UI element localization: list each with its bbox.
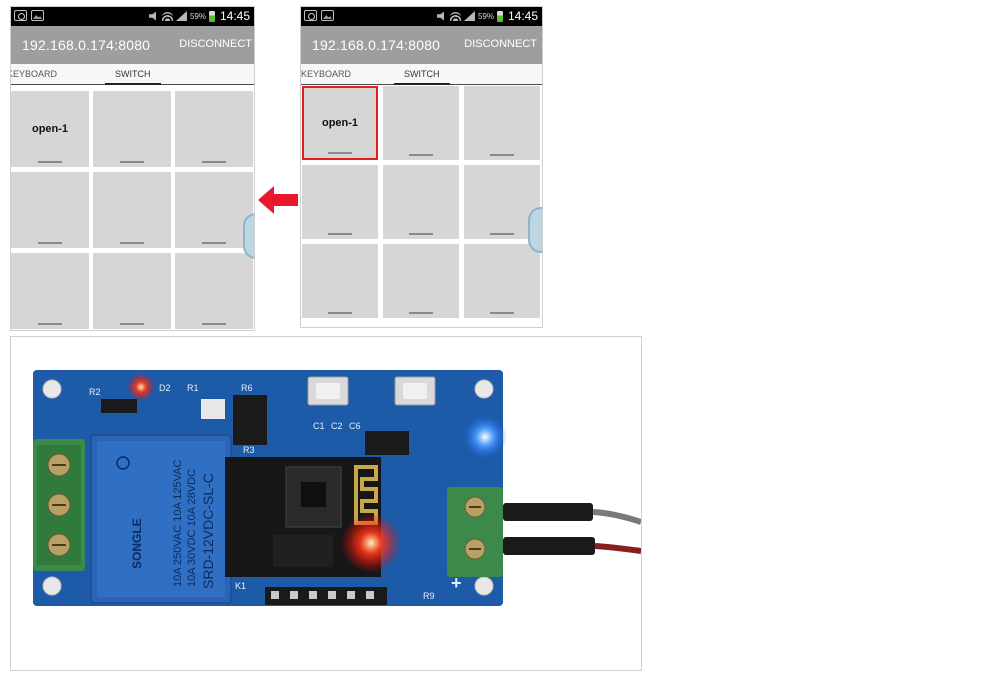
- switch-button-selected[interactable]: open-1: [302, 86, 378, 160]
- silkscreen-label: R6: [241, 383, 253, 393]
- power-led: [127, 373, 155, 401]
- usb-icon: [14, 10, 27, 21]
- switch-button[interactable]: [11, 172, 89, 248]
- silkscreen-label: C6: [349, 421, 361, 431]
- tab-switch[interactable]: SWITCH: [394, 69, 449, 85]
- battery-icon: [496, 10, 503, 22]
- switch-button[interactable]: [93, 253, 171, 329]
- app-bar: 192.168.0.174:8080 DISCONNECT: [11, 26, 254, 64]
- switch-button[interactable]: [93, 172, 171, 248]
- switch-button[interactable]: open-1: [11, 91, 89, 167]
- switch-grid: open-1: [11, 91, 253, 329]
- phone-screenshot-right: 59% 14:45 192.168.0.174:8080 DISCONNECT …: [300, 6, 543, 328]
- silkscreen-label: K1: [235, 581, 246, 591]
- switch-button[interactable]: [383, 86, 459, 160]
- tab-keyboard[interactable]: KEYBOARD: [10, 69, 58, 79]
- tab-bar: KEYBOARD SWITCH: [301, 64, 542, 85]
- plus-mark: +: [451, 573, 462, 593]
- clock: 14:45: [219, 9, 250, 23]
- battery-percent: 59%: [189, 11, 206, 21]
- relay-rating-line-2: 10A 30VDC 10A 28VDC: [186, 469, 198, 587]
- switch-button[interactable]: [464, 165, 540, 239]
- tab-keyboard[interactable]: KEYBOARD: [301, 69, 352, 79]
- wifi-icon: [161, 11, 173, 21]
- power-cables: [503, 503, 641, 555]
- switch-label: open-1: [321, 117, 359, 129]
- push-buttons: [307, 376, 436, 406]
- esp-module: [225, 457, 381, 577]
- relay-board-photo: SONGLE 10A 250VAC 10A 125VAC 10A 30VDC 1…: [10, 336, 642, 671]
- relay-rating-line-1: 10A 250VAC 10A 125VAC: [172, 460, 184, 587]
- side-pull-handle[interactable]: [528, 207, 542, 253]
- switch-label: open-1: [31, 123, 69, 135]
- status-led-blue: [463, 415, 507, 459]
- server-address: 192.168.0.174:8080: [312, 37, 441, 53]
- mute-icon: [436, 11, 444, 21]
- gallery-icon: [31, 10, 44, 21]
- relay: SONGLE 10A 250VAC 10A 125VAC 10A 30VDC 1…: [90, 434, 232, 604]
- silkscreen-label: C2: [331, 421, 343, 431]
- silkscreen-label: R1: [187, 383, 199, 393]
- battery-icon: [208, 10, 215, 22]
- disconnect-button[interactable]: DISCONNECT: [179, 38, 252, 50]
- terminal-block-left: [33, 439, 85, 571]
- switch-button[interactable]: [464, 244, 540, 318]
- switch-button[interactable]: [383, 244, 459, 318]
- tab-bar: KEYBOARD SWITCH: [11, 64, 254, 85]
- silkscreen-label: R3: [243, 445, 255, 455]
- switch-button[interactable]: [302, 165, 378, 239]
- wifi-icon: [449, 11, 461, 21]
- battery-percent: 59%: [477, 11, 494, 21]
- switch-button[interactable]: [175, 91, 253, 167]
- mute-icon: [148, 11, 156, 21]
- gallery-icon: [321, 10, 334, 21]
- status-led-red: [341, 513, 401, 573]
- status-bar: 59% 14:45: [301, 7, 542, 26]
- switch-button[interactable]: [302, 244, 378, 318]
- app-bar: 192.168.0.174:8080 DISCONNECT: [301, 26, 542, 64]
- silkscreen-label: R9: [423, 591, 435, 601]
- switch-button[interactable]: [464, 86, 540, 160]
- silkscreen-label: R2: [89, 387, 101, 397]
- switch-button[interactable]: [383, 165, 459, 239]
- pin-header: [265, 587, 387, 605]
- side-pull-handle[interactable]: [243, 213, 254, 259]
- silkscreen-label: C1: [313, 421, 325, 431]
- status-bar: 59% 14:45: [11, 7, 254, 26]
- phone-screenshot-left: 59% 14:45 192.168.0.174:8080 DISCONNECT …: [10, 6, 255, 331]
- switch-button[interactable]: [175, 253, 253, 329]
- signal-icon: [463, 11, 475, 21]
- relay-model: SRD-12VDC-SL-C: [200, 473, 216, 589]
- switch-button[interactable]: [11, 253, 89, 329]
- arrow-left-icon: [258, 186, 298, 214]
- server-address: 192.168.0.174:8080: [22, 37, 151, 53]
- disconnect-button[interactable]: DISCONNECT: [464, 38, 537, 50]
- relay-board-illustration: SONGLE 10A 250VAC 10A 125VAC 10A 30VDC 1…: [33, 370, 641, 606]
- usb-icon: [304, 10, 317, 21]
- silkscreen-label: D2: [159, 383, 171, 393]
- switch-grid: open-1: [302, 86, 540, 318]
- switch-button[interactable]: [175, 172, 253, 248]
- signal-icon: [175, 11, 187, 21]
- terminal-block-right: [447, 487, 503, 577]
- clock: 14:45: [507, 9, 538, 23]
- switch-button[interactable]: [93, 91, 171, 167]
- tab-switch[interactable]: SWITCH: [105, 69, 160, 85]
- relay-brand: SONGLE: [130, 518, 144, 569]
